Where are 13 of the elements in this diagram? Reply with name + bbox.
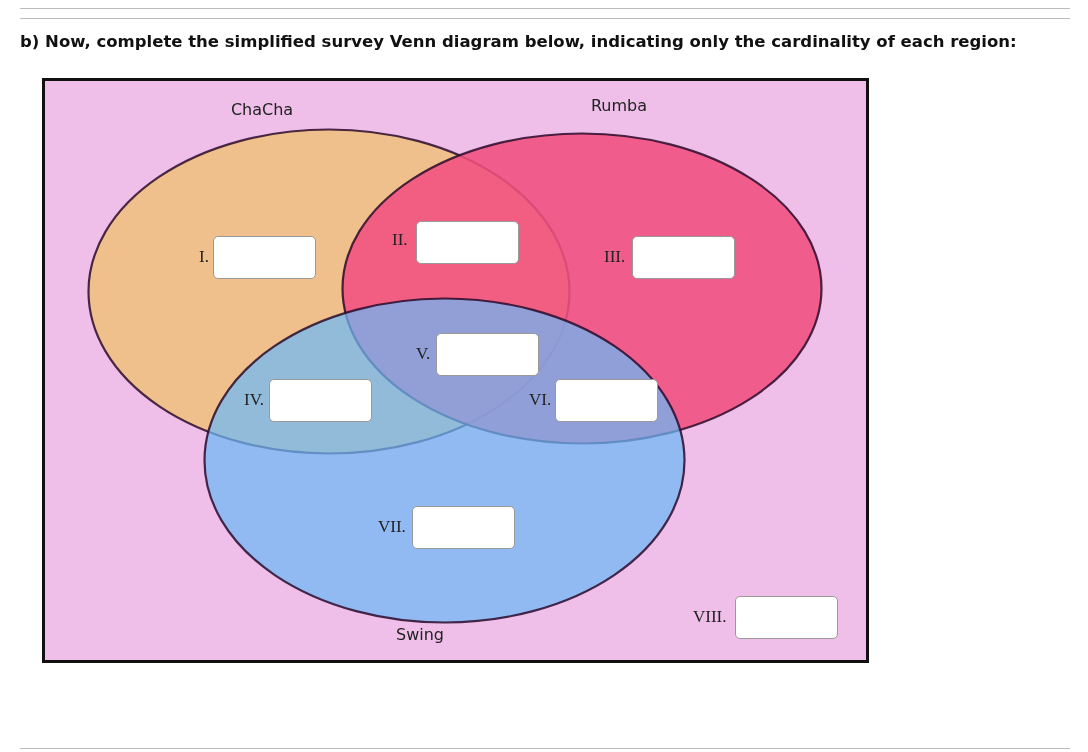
region-label: V. xyxy=(416,344,431,364)
region-label: II. xyxy=(392,230,408,250)
question-title: b) Now, complete the simplified survey Venn diagram below, indicating only the cardinality of each region: xyxy=(20,32,1017,51)
set-name: ChaCha xyxy=(230,100,294,119)
region-label: VII. xyxy=(378,517,406,537)
region-label: IV. xyxy=(244,390,264,410)
region-label: VIII. xyxy=(693,607,727,627)
region-label: VI. xyxy=(529,390,552,410)
set-name: Swing xyxy=(396,625,444,644)
region-label: III. xyxy=(604,247,626,267)
region-label: I. xyxy=(199,247,209,267)
set-name: Rumba xyxy=(590,96,648,115)
universe-rectangle xyxy=(42,78,869,663)
